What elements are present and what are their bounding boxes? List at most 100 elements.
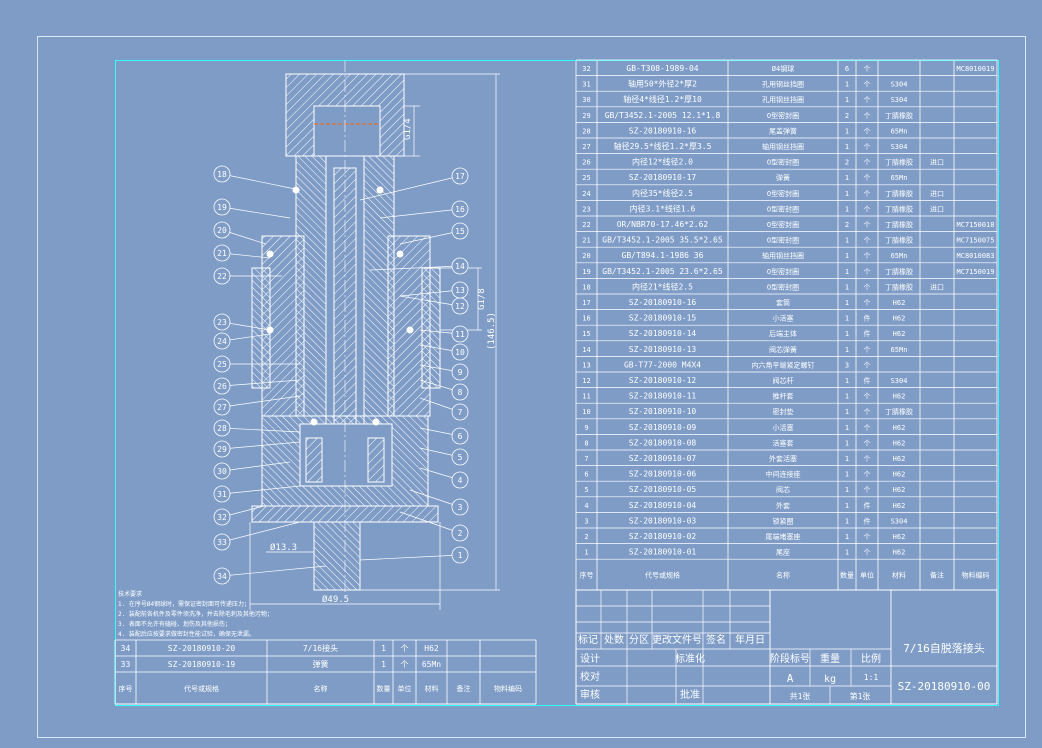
bom-left-row-34-code: SZ-20180910-20 bbox=[168, 644, 236, 653]
bom-row-28-seq: 28 bbox=[582, 127, 590, 135]
balloon-19: 19 bbox=[217, 203, 227, 212]
tb-check: 校对 bbox=[580, 670, 600, 683]
bom-left-row-33-qty: 1 bbox=[381, 660, 386, 669]
bom-row-13-qty: 3 bbox=[845, 361, 849, 369]
bom-row-6-name: 中间连接座 bbox=[766, 470, 801, 479]
bom-row-20-material: 65Mn bbox=[891, 252, 908, 260]
balloon-30: 30 bbox=[217, 467, 227, 476]
bom-row-12-qty: 1 bbox=[845, 377, 849, 385]
spring-left bbox=[305, 437, 323, 483]
bom-row-19-matcode: MC7150019 bbox=[957, 268, 995, 276]
bom-row-24-name: O型密封圈 bbox=[767, 189, 799, 198]
part-balloons: 1234567891011121314151617181920212223242… bbox=[213, 165, 469, 585]
bom-row-14-qty: 1 bbox=[845, 346, 849, 354]
bom-row-10-code: SZ-20180910-10 bbox=[629, 407, 697, 416]
balloon-27: 27 bbox=[217, 403, 227, 412]
balloon-26: 26 bbox=[217, 382, 227, 391]
bom-left-header-name: 名称 bbox=[314, 684, 328, 693]
o-ring-right-mid bbox=[396, 250, 404, 258]
bom-row-8-unit: 个 bbox=[864, 439, 871, 447]
o-ring-left-top bbox=[292, 186, 300, 194]
right-outer-shell bbox=[421, 267, 441, 389]
bom-row-5-unit: 个 bbox=[864, 486, 871, 494]
dim-body-dia: Ø49.5 bbox=[322, 594, 349, 605]
bom-row-30-qty: 1 bbox=[845, 96, 849, 104]
bom-row-26-code: 内径12*线径2.0 bbox=[632, 157, 693, 167]
bom-row-7-code: SZ-20180910-07 bbox=[629, 454, 697, 463]
bom-row-5-qty: 1 bbox=[845, 486, 849, 494]
bom-row-24-code: 内径35*线径2.5 bbox=[632, 188, 693, 198]
bom-row-17-seq: 17 bbox=[582, 299, 590, 307]
balloon-16: 16 bbox=[455, 205, 465, 214]
bom-row-32-seq: 32 bbox=[582, 65, 590, 73]
bom-left-header-remark: 备注 bbox=[457, 684, 471, 693]
bom-header-seq: 序号 bbox=[580, 571, 594, 580]
balloon-33: 33 bbox=[217, 538, 227, 547]
bom-row-2-seq: 2 bbox=[584, 533, 588, 541]
bom-row-27-unit: 个 bbox=[864, 143, 871, 151]
bom-left-row-34-qty: 1 bbox=[381, 644, 386, 653]
bom-row-8-name: 活塞套 bbox=[773, 438, 794, 447]
bom-row-3-qty: 1 bbox=[845, 517, 849, 525]
bom-row-4-name: 外套 bbox=[776, 501, 790, 510]
bom-row-26-name: O型密封圈 bbox=[767, 158, 799, 167]
bom-row-9-code: SZ-20180910-09 bbox=[629, 423, 697, 432]
bom-row-8-material: H62 bbox=[893, 439, 906, 447]
bom-row-11-code: SZ-20180910-11 bbox=[629, 392, 697, 401]
balloon-25: 25 bbox=[217, 360, 227, 369]
bom-row-18-name: O型密封圈 bbox=[767, 282, 799, 291]
bom-row-6-unit: 个 bbox=[864, 471, 871, 479]
bom-row-1-material: H62 bbox=[893, 549, 906, 557]
technical-notes: 技术要求 1. 在序号Ø4钢球时，需保证密封面可传递压力； 2. 装配前各机件及… bbox=[118, 590, 273, 638]
bom-header-code: 代号或规格 bbox=[645, 571, 680, 580]
bom-row-25-code: SZ-20180910-17 bbox=[629, 173, 697, 182]
tb-approve: 批准 bbox=[680, 688, 700, 701]
bom-row-13-seq: 13 bbox=[582, 361, 590, 369]
bom-row-24-material: 丁腈橡胶 bbox=[885, 189, 913, 198]
balloon-24: 24 bbox=[217, 337, 227, 346]
bom-row-7-material: H62 bbox=[893, 455, 906, 463]
note-3: 3. 表面不允许有磕碰、划伤及其他损伤； bbox=[118, 620, 231, 628]
bom-row-29-seq: 29 bbox=[582, 112, 590, 120]
drawing-number: SZ-20180910-00 bbox=[898, 680, 991, 693]
bom-row-26-material: 丁腈橡胶 bbox=[885, 158, 913, 167]
bom-row-29-unit: 个 bbox=[864, 112, 871, 120]
bom-row-15-code: SZ-20180910-14 bbox=[629, 329, 697, 338]
bom-row-20-unit: 个 bbox=[864, 252, 871, 260]
bom-row-17-qty: 1 bbox=[845, 299, 849, 307]
bom-row-7-name: 外套活塞 bbox=[769, 454, 797, 463]
bom-row-12-code: SZ-20180910-12 bbox=[629, 376, 697, 385]
bom-row-13-code: GB-T77-2000 M4X4 bbox=[624, 360, 701, 369]
bom-row-6-seq: 6 bbox=[584, 471, 588, 479]
bom-row-15-seq: 15 bbox=[582, 330, 590, 338]
bom-row-8-qty: 1 bbox=[845, 439, 849, 447]
bom-header-name: 名称 bbox=[776, 571, 790, 580]
balloon-32: 32 bbox=[217, 513, 227, 522]
bom-row-20-code: GB/T894.1-1986 36 bbox=[622, 251, 704, 260]
bom-left-row-34-material: H62 bbox=[424, 644, 439, 653]
bom-row-13-unit: 个 bbox=[864, 361, 871, 369]
bom-row-9-material: H62 bbox=[893, 424, 906, 432]
bom-row-24-seq: 24 bbox=[582, 190, 590, 198]
bom-row-31-unit: 个 bbox=[864, 81, 871, 89]
bom-row-7-qty: 1 bbox=[845, 455, 849, 463]
balloon-29: 29 bbox=[217, 445, 227, 454]
bom-row-29-name: O型密封圈 bbox=[767, 111, 799, 120]
bom-row-27-code: 轴径29.5*线径1.2*厚3.5 bbox=[614, 141, 712, 151]
bom-row-28-unit: 个 bbox=[864, 127, 871, 135]
bom-row-11-seq: 11 bbox=[582, 393, 590, 401]
bom-row-22-name: O型密封圈 bbox=[767, 220, 799, 229]
balloon-34: 34 bbox=[217, 572, 227, 581]
bom-left-row-34-name: 7/16接头 bbox=[303, 643, 338, 653]
balloon-9: 9 bbox=[458, 368, 463, 377]
balloon-13: 13 bbox=[455, 286, 465, 295]
bom-row-4-seq: 4 bbox=[584, 502, 588, 510]
tb-sign: 签名 bbox=[706, 633, 726, 646]
bom-row-2-code: SZ-20180910-02 bbox=[629, 532, 697, 541]
bom-row-32-code: GB-T308-1989-04 bbox=[626, 64, 698, 73]
bom-row-11-material: H62 bbox=[893, 393, 906, 401]
bom-row-28-qty: 1 bbox=[845, 127, 849, 135]
bom-row-14-name: 阀芯弹簧 bbox=[769, 345, 797, 354]
bom-header-matcode: 物料编码 bbox=[962, 571, 990, 580]
